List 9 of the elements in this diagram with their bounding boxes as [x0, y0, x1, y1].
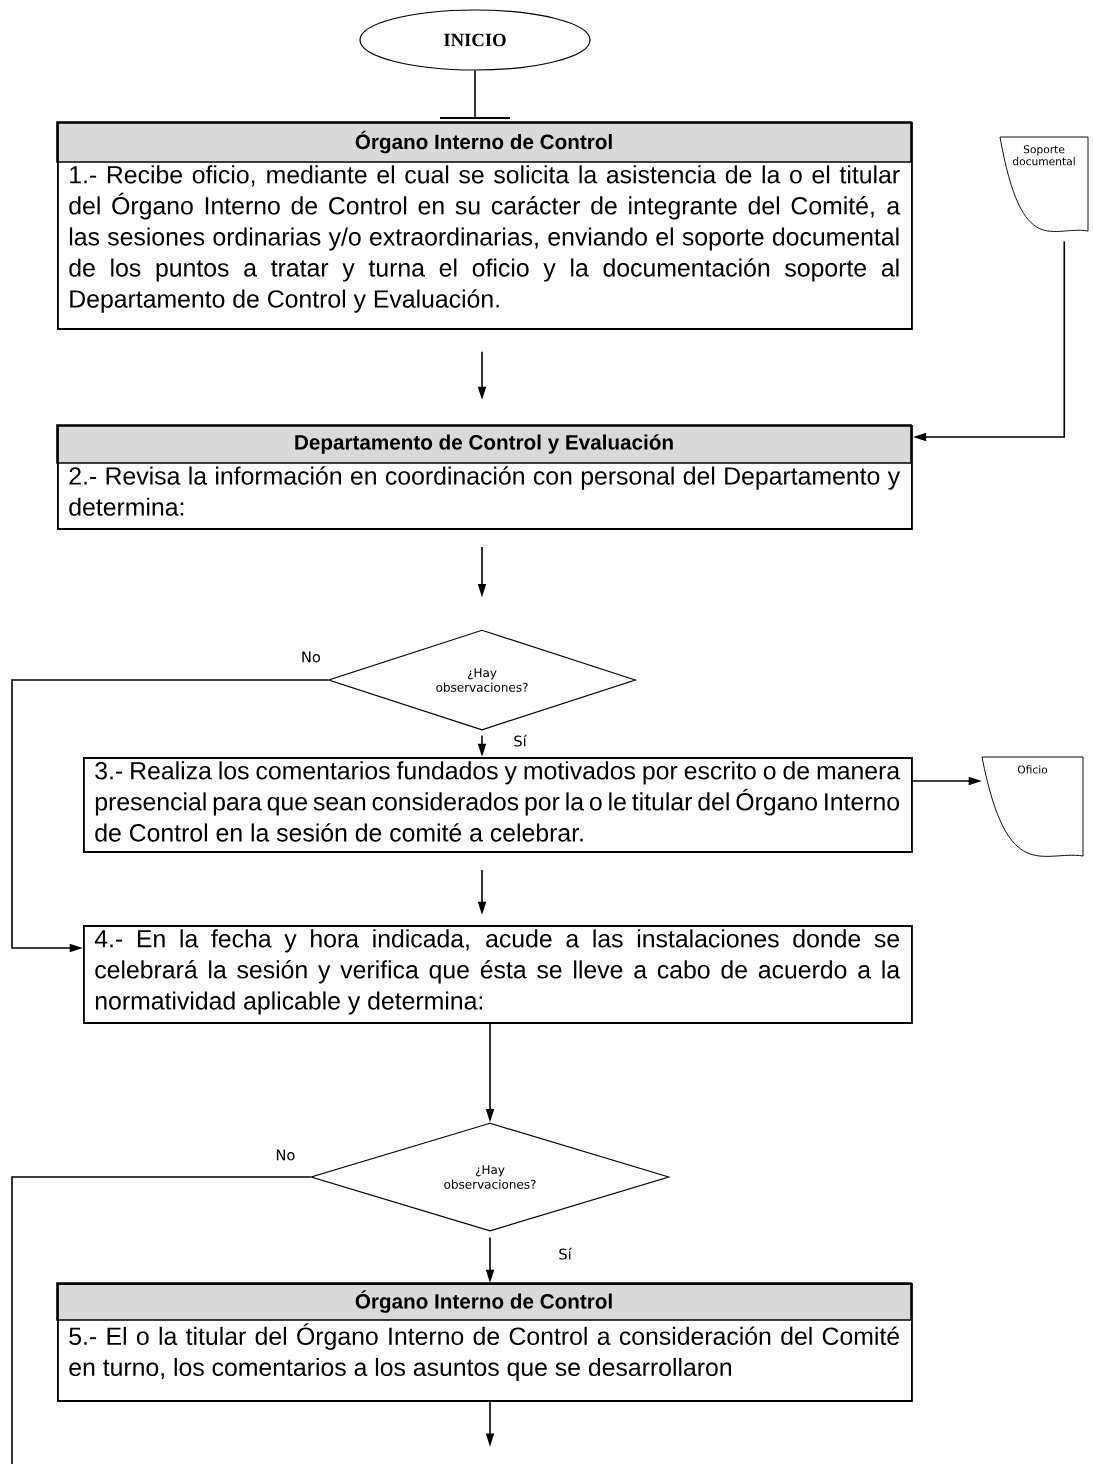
process-box: 4.- En la fecha y hora indicada, acude a las instalaciones donde se celebrará la sesión y verifica que ésta se lleve a cabo de acuerdo a la normatividad aplicable y determina:: [83, 925, 913, 1024]
edge-label: Sí: [557, 1246, 574, 1261]
process-box: Departamento de Control y Evaluación 2.- Revisa la información en coordinación con personal del Departamento y determina:: [56, 424, 913, 530]
process-box: Órgano Interno de Control 5.- El o la titular del Órgano Interno de Control a consideración del Comité en turno, los comentarios a los asuntos que se desarrollaron: [56, 1282, 913, 1402]
edge-label: Sí: [512, 733, 529, 748]
edge-label: No: [299, 650, 323, 664]
process-box: 3.- Realiza los comentarios fundados y motivados por escrito o de manera presencial para que sean considerados por la o le titular del Órgano Interno de Control en la sesión de comité a celebrar.: [83, 757, 913, 853]
edge-label: No: [274, 1148, 297, 1162]
process-box: Órgano Interno de Control 1.- Recibe oficio, mediante el cual se solicita la asistencia de la o el titular del Órgano Interno de Control en su carácter de integrante del Comité, a las sesiones ordinarias y/o extraordinarias, enviando el soporte documental de los puntos a tratar y turna el oficio y la documentación soporte al Departamento de Control y Evaluación.: [56, 121, 913, 330]
